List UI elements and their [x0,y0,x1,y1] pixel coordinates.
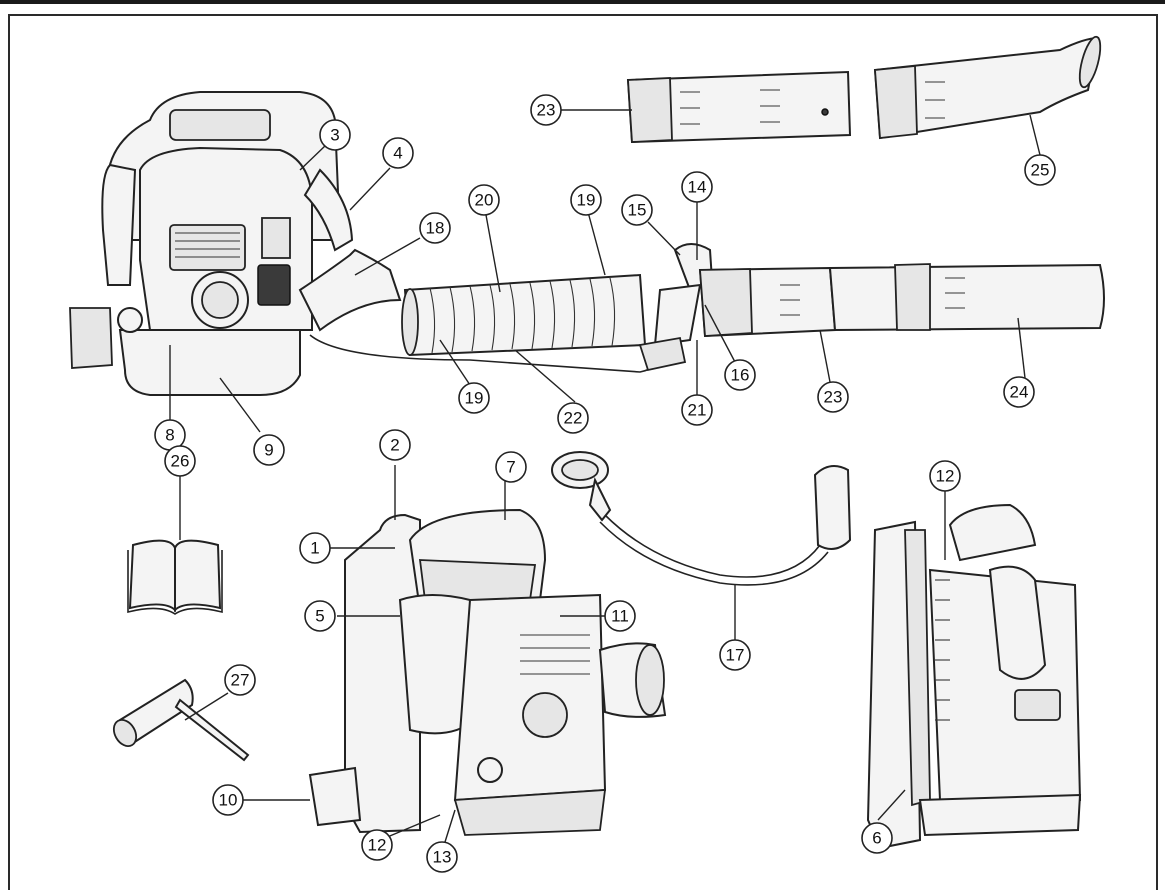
callout-7: 7 [495,451,527,483]
callout-15: 15 [621,194,653,226]
svg-text:6: 6 [872,829,881,848]
svg-text:5: 5 [315,607,324,626]
svg-text:26: 26 [171,452,190,471]
svg-text:23: 23 [824,388,843,407]
callout-26: 26 [164,445,196,477]
diagram-frame [8,14,1158,890]
svg-text:23: 23 [537,101,556,120]
svg-text:2: 2 [390,436,399,455]
svg-text:4: 4 [393,144,402,163]
svg-text:8: 8 [165,426,174,445]
svg-text:16: 16 [731,366,750,385]
svg-text:11: 11 [611,607,629,626]
svg-text:12: 12 [936,467,955,486]
callout-21: 21 [681,394,713,426]
callout-22: 22 [557,402,589,434]
svg-text:9: 9 [264,441,273,460]
svg-text:19: 19 [577,191,596,210]
callout-3: 3 [319,119,351,151]
callout-19-top: 19 [570,184,602,216]
callout-20: 20 [468,184,500,216]
svg-text:3: 3 [330,126,339,145]
callout-18: 18 [419,212,451,244]
blower-side-view [866,503,1082,850]
callout-12-side: 12 [929,460,961,492]
svg-text:27: 27 [231,671,250,690]
callout-2: 2 [379,429,411,461]
svg-text:20: 20 [475,191,494,210]
svg-text:14: 14 [688,178,707,197]
assembled-blower [69,91,669,396]
callout-17: 17 [719,639,751,671]
svg-text:7: 7 [506,458,515,477]
spark-plug-wrench [112,678,250,762]
svg-text:24: 24 [1010,383,1029,402]
manual-book [127,539,223,615]
leader-lines [169,109,1041,843]
top-rule [0,0,1165,4]
callout-25: 25 [1024,154,1056,186]
blower-front-view [308,508,667,836]
svg-text:13: 13 [433,848,452,867]
svg-text:21: 21 [688,401,707,420]
callout-27: 27 [224,664,256,696]
svg-text:1: 1 [310,539,319,558]
nozzle [873,35,1102,140]
svg-text:15: 15 [628,201,647,220]
throttle-handle [638,243,714,372]
svg-text:12: 12 [368,836,387,855]
svg-text:19: 19 [465,389,484,408]
callout-1: 1 [299,532,331,564]
callout-4: 4 [382,137,414,169]
svg-text:25: 25 [1031,161,1050,180]
callout-11: 11 [604,600,636,632]
callout-23-bottom: 23 [817,381,849,413]
callout-8: 8 [154,419,186,451]
svg-text:18: 18 [426,219,445,238]
callout-14: 14 [681,171,713,203]
callout-24: 24 [1003,376,1035,408]
extension-pipe [626,70,852,144]
svg-text:10: 10 [219,791,238,810]
callout-23-top: 23 [530,94,562,126]
flex-hose [401,273,647,357]
callout-9: 9 [253,434,285,466]
callout-6: 6 [861,822,893,854]
callout-10: 10 [212,784,244,816]
svg-text:17: 17 [726,646,745,665]
callout-12-front: 12 [361,829,393,861]
blower-pipes [698,263,1105,338]
svg-text:22: 22 [564,409,583,428]
handle-bar [551,451,852,586]
callout-16: 16 [724,359,756,391]
callout-13: 13 [426,841,458,873]
callout-19-bottom: 19 [458,382,490,414]
callout-5: 5 [304,600,336,632]
